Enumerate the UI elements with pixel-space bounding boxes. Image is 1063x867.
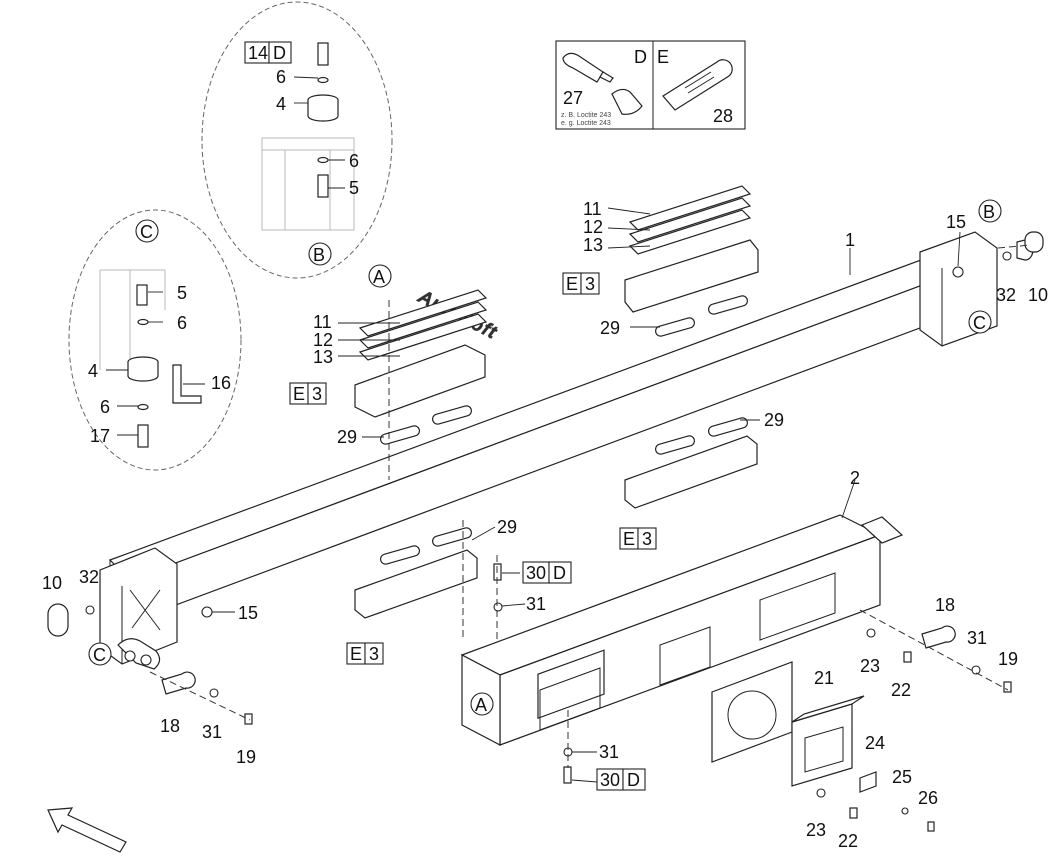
ref-c-beam-left: C bbox=[93, 645, 106, 665]
electrical-box bbox=[791, 695, 865, 787]
e3-c-3: 3 bbox=[642, 529, 652, 549]
part-5-label-c: 5 bbox=[177, 283, 187, 303]
part-31-label-bottom: 31 bbox=[599, 742, 619, 762]
part-10-label-right: 10 bbox=[1028, 285, 1048, 305]
part-19-label-right: 19 bbox=[998, 649, 1018, 669]
part-32-label-left: 32 bbox=[79, 567, 99, 587]
part-29-label-b: 29 bbox=[600, 318, 620, 338]
part-15-label-right: 15 bbox=[946, 212, 966, 232]
part-2-label: 2 bbox=[850, 468, 860, 488]
e3-a-e: E bbox=[293, 384, 305, 404]
part-28-label: 28 bbox=[713, 106, 733, 126]
part-22-label-right: 22 bbox=[891, 680, 911, 700]
part-29-label-d: 29 bbox=[497, 517, 517, 537]
part-11-label-b: 11 bbox=[583, 199, 602, 219]
part-6-label-b1: 6 bbox=[276, 67, 286, 87]
ref-c-beam-right: C bbox=[973, 313, 986, 333]
part-31-label-top: 31 bbox=[526, 594, 546, 614]
part-12-label-a: 12 bbox=[313, 330, 333, 350]
part-24-label: 24 bbox=[865, 733, 885, 753]
part-30-d-top: D bbox=[553, 563, 566, 583]
part-26-label: 26 bbox=[918, 788, 938, 808]
legend-d: D bbox=[634, 47, 647, 67]
part-23-label-bottom: 23 bbox=[806, 820, 826, 840]
part-29-label-c: 29 bbox=[764, 410, 784, 430]
e3-a-3: 3 bbox=[312, 384, 322, 404]
part-19-label-left: 19 bbox=[236, 747, 256, 767]
base-frame bbox=[460, 514, 904, 763]
part-14-d: D bbox=[273, 43, 286, 63]
part-12-label-b: 12 bbox=[583, 217, 603, 237]
part-31-label-left: 31 bbox=[202, 722, 222, 742]
part-31-label-right: 31 bbox=[967, 628, 987, 648]
part-21-label: 21 bbox=[814, 668, 834, 688]
loctite-note-de: z. B. Loctite 243 bbox=[561, 112, 611, 119]
part-1-label: 1 bbox=[845, 230, 855, 250]
part-30-label-top: 30 bbox=[526, 563, 546, 583]
part-6-label-c2: 6 bbox=[100, 397, 110, 417]
ref-a-bottom: A bbox=[475, 695, 487, 715]
part-6-label-b2: 6 bbox=[349, 151, 359, 171]
part-4-label-b: 4 bbox=[276, 94, 286, 114]
part-5-label-b: 5 bbox=[349, 178, 359, 198]
detail-view-b bbox=[201, 1, 393, 279]
ref-c-bubble: C bbox=[140, 222, 153, 242]
part-22-label-bottom: 22 bbox=[838, 831, 858, 851]
part-30-d-bottom: D bbox=[627, 770, 640, 790]
grease-tube-icon bbox=[662, 59, 733, 111]
hardware bbox=[47, 231, 1044, 832]
part-4-label-c: 4 bbox=[88, 361, 98, 381]
direction-arrow-icon bbox=[47, 807, 127, 853]
part-13-label-a: 13 bbox=[313, 347, 333, 367]
part-13-label-b: 13 bbox=[583, 235, 603, 255]
ref-b-beam: B bbox=[983, 202, 995, 222]
hinge-bracket-left bbox=[117, 638, 161, 670]
lubricant-legend: D E 27 28 z. B. Loctite 243 e. g. Loctit… bbox=[555, 40, 746, 130]
part-25-label: 25 bbox=[892, 767, 912, 787]
part-6-label-c1: 6 bbox=[177, 313, 187, 333]
part-18-label-right: 18 bbox=[935, 595, 955, 615]
part-labels: 1 2 6 4 6 5 5 6 4 16 6 17 11 12 13 11 12… bbox=[42, 67, 1048, 851]
boxed-references: 14 D E 3 E 3 E 3 E 3 30 D 30 D bbox=[244, 41, 657, 791]
part-23-label-right: 23 bbox=[860, 656, 880, 676]
part-15-label-left: 15 bbox=[238, 603, 258, 623]
glue-bottle-icon bbox=[562, 52, 643, 115]
assembly-lines bbox=[149, 244, 1031, 768]
ref-b-bubble: B bbox=[313, 245, 325, 265]
detail-view-c bbox=[68, 209, 242, 471]
main-beam bbox=[99, 231, 998, 665]
slide-rails bbox=[354, 185, 759, 619]
part-18-label-left: 18 bbox=[160, 716, 180, 736]
leader-lines bbox=[106, 76, 961, 783]
part-29-label-a: 29 bbox=[337, 427, 357, 447]
part-32-label-right: 32 bbox=[996, 285, 1016, 305]
part-11-label-a: 11 bbox=[313, 312, 332, 332]
loctite-note-en: e. g. Loctite 243 bbox=[561, 120, 611, 127]
e3-d-3: 3 bbox=[369, 644, 379, 664]
part-14-label: 14 bbox=[248, 43, 268, 63]
e3-b-e: E bbox=[566, 274, 578, 294]
e3-d-e: E bbox=[350, 644, 362, 664]
part-16-label: 16 bbox=[211, 373, 231, 393]
ref-a-top: A bbox=[373, 267, 385, 287]
e3-b-3: 3 bbox=[585, 274, 595, 294]
reference-circles: A A B B C C C bbox=[88, 199, 1002, 716]
e3-c-e: E bbox=[623, 529, 635, 549]
legend-e: E bbox=[657, 47, 669, 67]
part-10-label-left: 10 bbox=[42, 573, 62, 593]
part-17-label: 17 bbox=[90, 426, 110, 446]
part-27-label: 27 bbox=[563, 88, 583, 108]
part-30-label-bottom: 30 bbox=[600, 770, 620, 790]
